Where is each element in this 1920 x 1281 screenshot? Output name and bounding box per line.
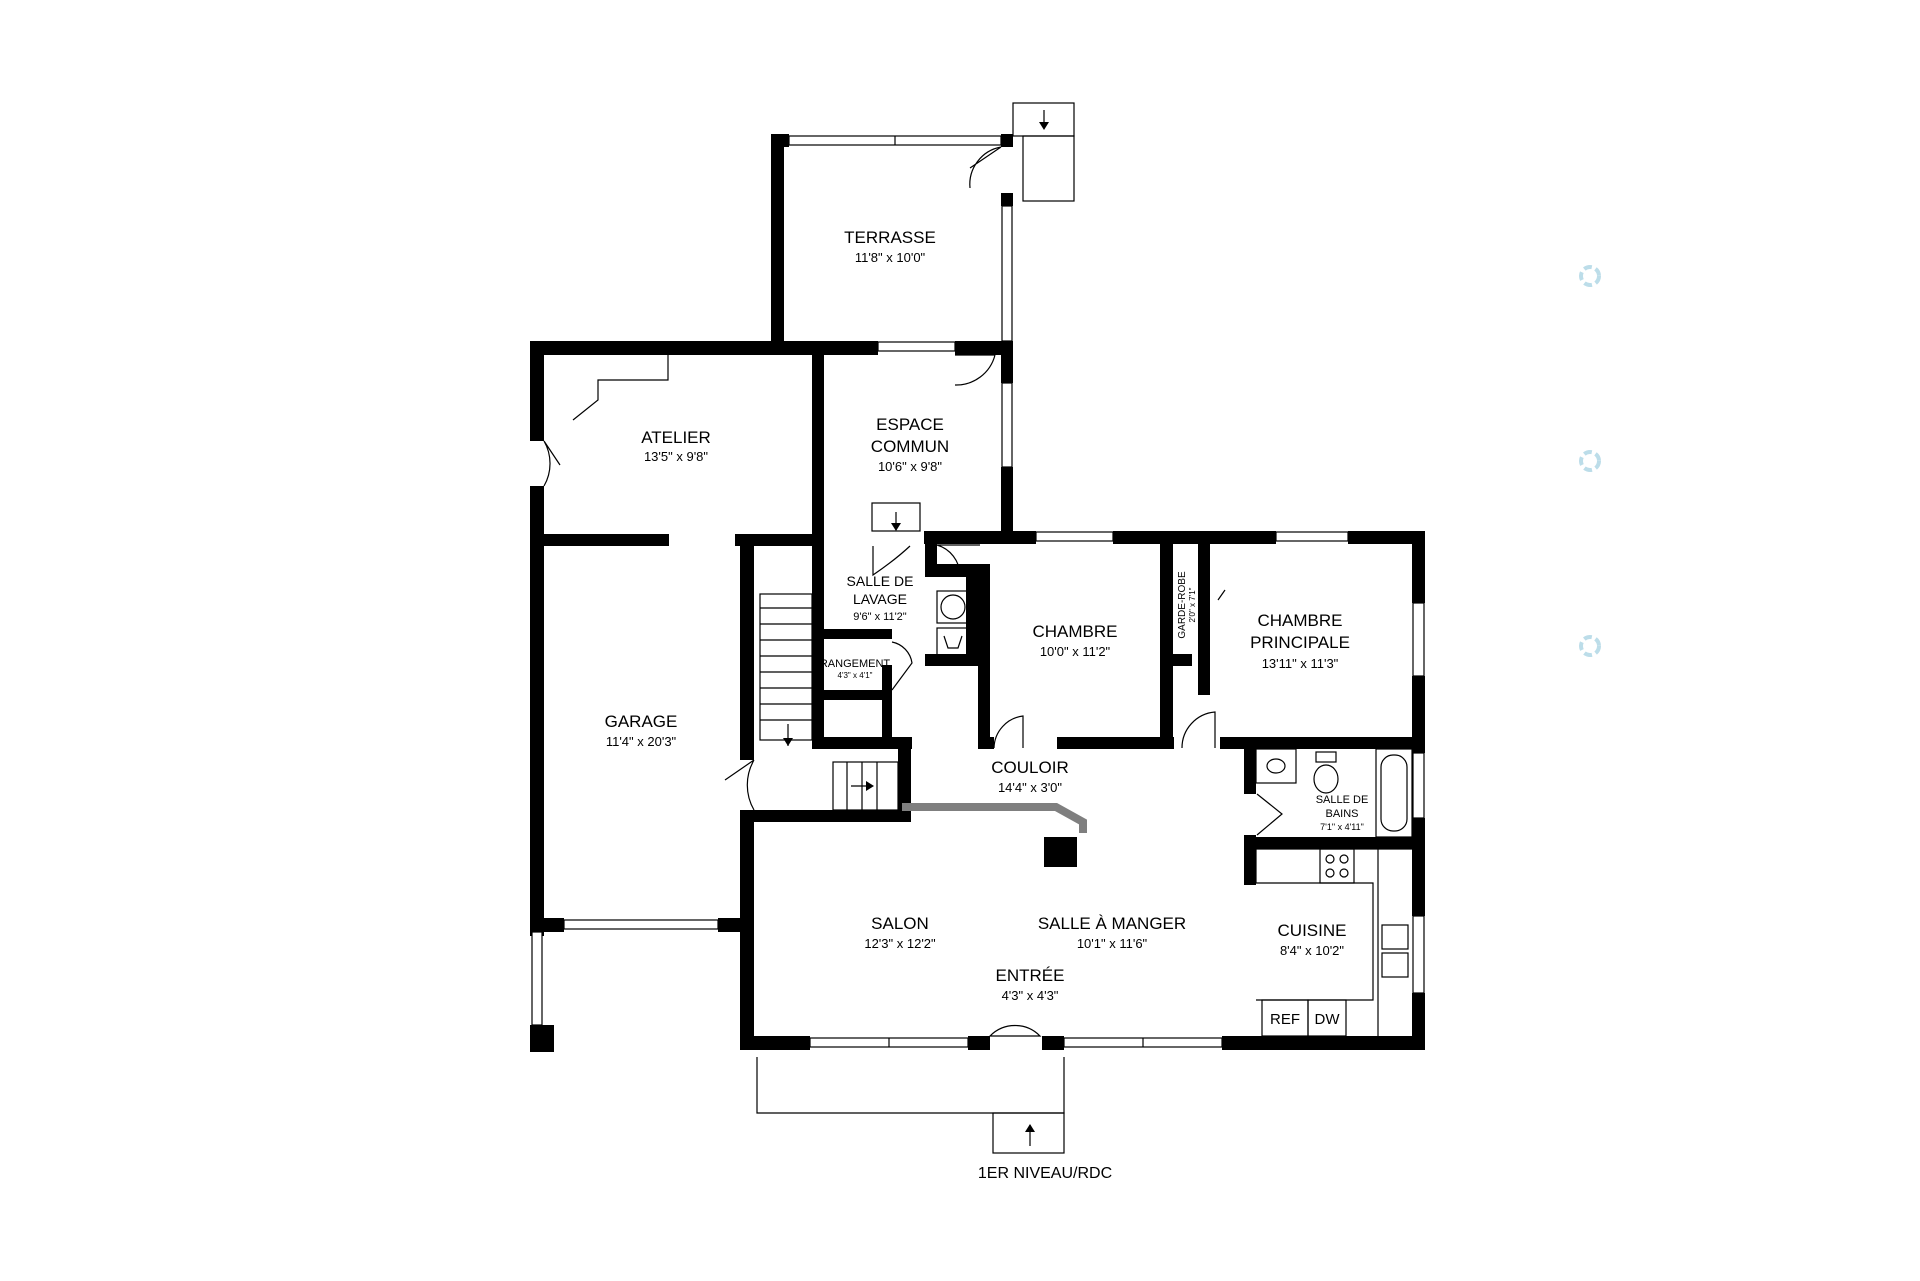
entree-dim: 4'3" x 4'3" bbox=[1002, 988, 1059, 1003]
entree-name: ENTRÉE bbox=[996, 966, 1065, 985]
chambre-dim: 10'0" x 11'2" bbox=[1040, 644, 1111, 659]
salle-manger-name: SALLE À MANGER bbox=[1038, 914, 1186, 933]
bathroom-fixtures bbox=[1255, 748, 1413, 838]
salle-lavage-name-2: LAVAGE bbox=[853, 591, 907, 607]
refrigerator-label: REF bbox=[1270, 1011, 1300, 1028]
laundry-appliances bbox=[936, 590, 970, 657]
couloir-name: COULOIR bbox=[991, 758, 1068, 777]
espace-commun-name-1: ESPACE bbox=[876, 415, 944, 434]
garde-robe-dim: 2'0" x 7'1" bbox=[1188, 587, 1197, 622]
room-labels: TERRASSE 11'8" x 10'0" ATELIER 13'5" x 9… bbox=[605, 228, 1369, 1028]
walls bbox=[530, 134, 1425, 1052]
back-steps bbox=[1012, 102, 1075, 202]
level-caption: 1ER NIVEAU/RDC bbox=[978, 1165, 1112, 1182]
chambre-name: CHAMBRE bbox=[1032, 622, 1117, 641]
windows bbox=[531, 135, 1425, 1048]
cuisine-name: CUISINE bbox=[1278, 921, 1347, 940]
garde-robe-name: GARDE-ROBE bbox=[1177, 571, 1188, 639]
atelier-name: ATELIER bbox=[641, 428, 711, 447]
garage-name: GARAGE bbox=[605, 712, 678, 731]
atelier-dim: 13'5" x 9'8" bbox=[644, 449, 708, 464]
terrasse-dim: 11'8" x 10'0" bbox=[855, 250, 926, 265]
couloir-dim: 14'4" x 3'0" bbox=[998, 780, 1062, 795]
cuisine-dim: 8'4" x 10'2" bbox=[1280, 943, 1344, 958]
chambre-principale-dim: 13'11" x 11'3" bbox=[1262, 656, 1339, 671]
dishwasher bbox=[1307, 999, 1347, 1037]
salle-bains-dim: 7'1" x 4'11" bbox=[1320, 822, 1364, 832]
kitchen-fixtures bbox=[1255, 848, 1412, 1037]
salle-lavage-dim: 9'6" x 11'2" bbox=[853, 611, 906, 623]
stairs bbox=[759, 502, 921, 811]
espace-commun-name-2: COMMUN bbox=[871, 437, 949, 456]
doors bbox=[543, 146, 1283, 1037]
garage-dim: 11'4" x 20'3" bbox=[606, 734, 677, 749]
dishwasher-label: DW bbox=[1315, 1011, 1341, 1028]
salle-bains-name-2: BAINS bbox=[1325, 808, 1358, 820]
salle-bains-name-1: SALLE DE bbox=[1316, 794, 1369, 806]
chambre-principale-name-1: CHAMBRE bbox=[1257, 611, 1342, 630]
espace-commun-dim: 10'6" x 9'8" bbox=[878, 459, 942, 474]
rangement-dim: 4'3" x 4'1" bbox=[838, 671, 873, 680]
terrasse-name: TERRASSE bbox=[844, 228, 936, 247]
rangement-name: RANGEMENT bbox=[820, 658, 891, 670]
hallway-half-wall bbox=[902, 803, 1087, 833]
chambre-principale-name-2: PRINCIPALE bbox=[1250, 633, 1350, 652]
salle-lavage-name-1: SALLE DE bbox=[847, 573, 914, 589]
front-porch bbox=[756, 1057, 1065, 1154]
salon-dim: 12'3" x 12'2" bbox=[864, 936, 936, 951]
logo-mark-icon bbox=[1579, 265, 1601, 657]
salon-name: SALON bbox=[871, 914, 929, 933]
salle-manger-dim: 10'1" x 11'6" bbox=[1077, 936, 1148, 951]
